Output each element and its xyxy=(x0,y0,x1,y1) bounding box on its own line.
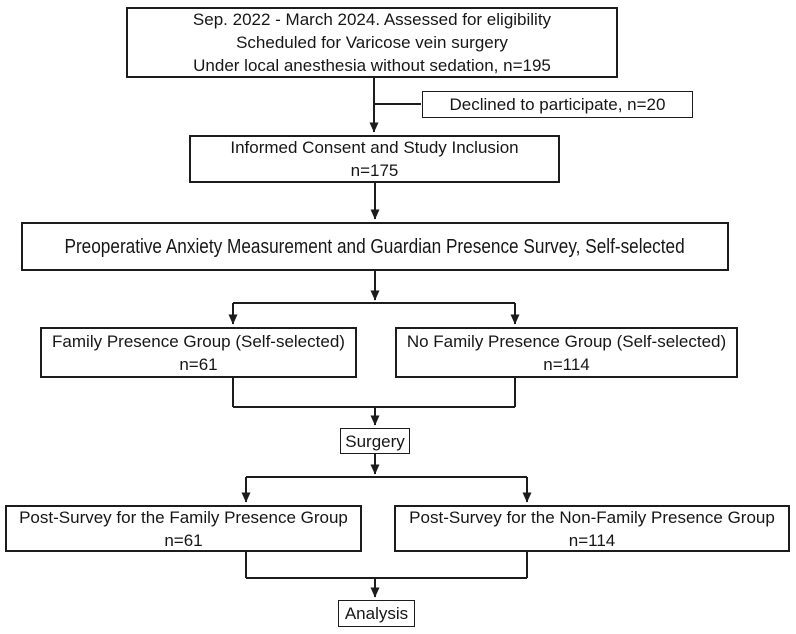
consent-box: Informed Consent and Study Inclusion n=1… xyxy=(189,135,560,183)
family-group-text: Family Presence Group (Self-selected) xyxy=(52,331,345,351)
consent-text: Informed Consent and Study Inclusion xyxy=(230,138,519,157)
eligibility-period-text: Sep. 2022 - March 2024. Assessed for eli… xyxy=(192,10,552,29)
surgery-box: Surgery xyxy=(340,428,410,454)
preop-survey-text: Preoperative Anxiety Measurement and Gua… xyxy=(64,235,686,258)
family-group-box: Family Presence Group (Self-selected) n=… xyxy=(40,327,357,378)
eligibility-box: Sep. 2022 - March 2024. Assessed for eli… xyxy=(126,7,618,78)
eligibility-count-text: Under local anesthesia without sedation,… xyxy=(193,56,551,75)
consent-count-text: n=175 xyxy=(350,161,399,180)
post-family-box: Post-Survey for the Family Presence Grou… xyxy=(5,505,362,552)
analysis-text: Analysis xyxy=(344,604,409,623)
declined-box: Declined to participate, n=20 xyxy=(422,91,693,118)
eligibility-procedure-text: Scheduled for Varicose vein surgery xyxy=(236,33,508,52)
no-family-group-box: No Family Presence Group (Self-selected)… xyxy=(395,327,738,378)
analysis-box: Analysis xyxy=(338,600,415,627)
post-non-family-box: Post-Survey for the Non-Family Presence … xyxy=(394,505,790,552)
post-family-count-text: n=61 xyxy=(164,530,203,550)
post-family-text: Post-Survey for the Family Presence Grou… xyxy=(19,507,348,527)
no-family-group-count-text: n=114 xyxy=(543,354,590,374)
no-family-group-text: No Family Presence Group (Self-selected) xyxy=(406,331,727,351)
family-group-count-text: n=61 xyxy=(179,354,218,374)
post-non-family-text: Post-Survey for the Non-Family Presence … xyxy=(409,507,775,527)
preop-survey-box: Preoperative Anxiety Measurement and Gua… xyxy=(21,222,729,271)
surgery-text: Surgery xyxy=(345,431,405,451)
post-non-family-count-text: n=114 xyxy=(568,530,616,550)
declined-text: Declined to participate, n=20 xyxy=(449,95,666,114)
